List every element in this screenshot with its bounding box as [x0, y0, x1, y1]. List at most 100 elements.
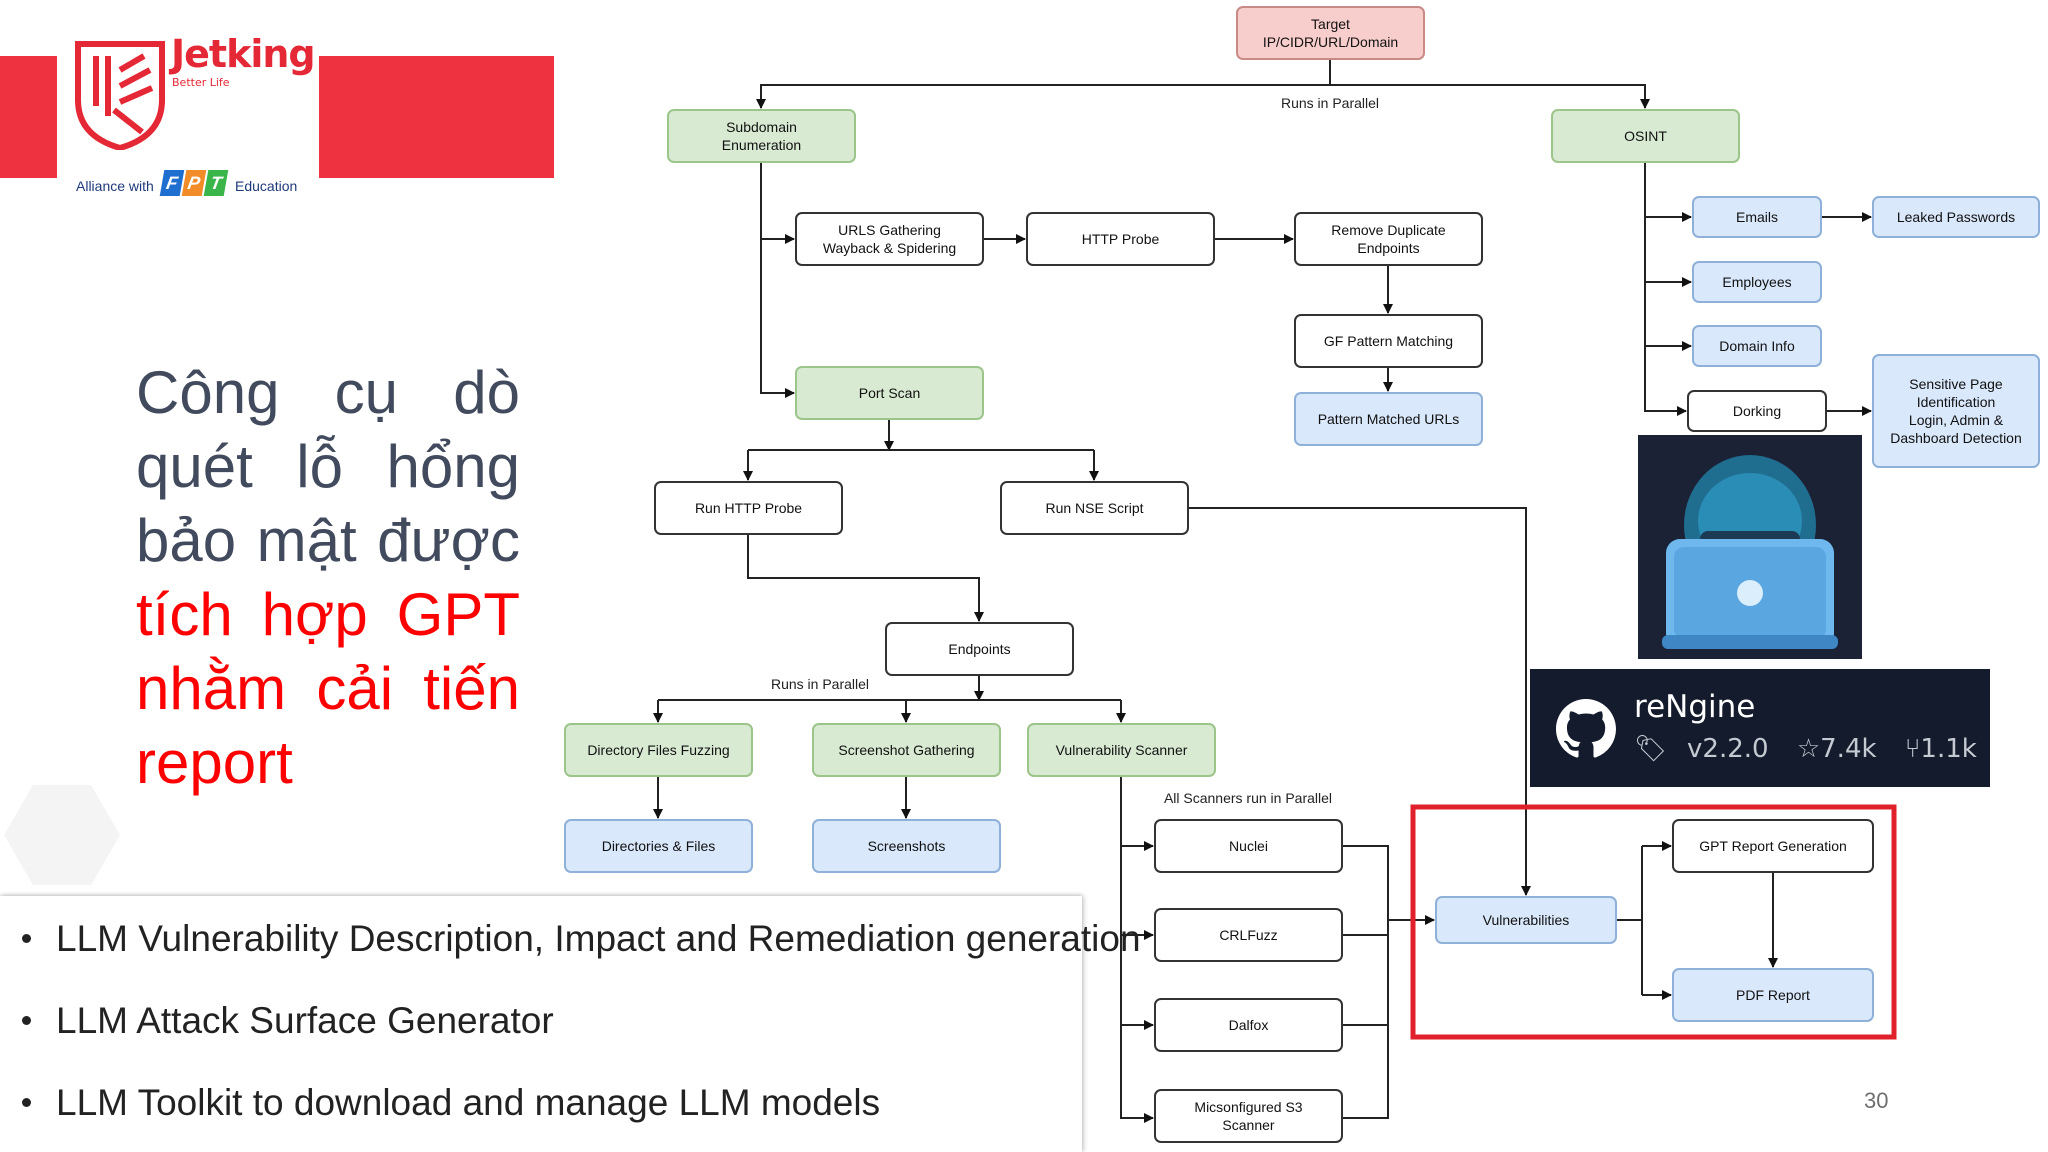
repo-stats: 🏷v2.2.0 ☆7.4k ⑂1.1k: [1634, 734, 1997, 764]
diagram-node-vulns: Vulnerabilities: [1435, 896, 1617, 944]
node-label: GF Pattern Matching: [1324, 333, 1453, 349]
node-box: [795, 212, 984, 266]
node-label: Pattern Matched URLs: [1318, 411, 1460, 427]
diagram-node-dalfox: Dalfox: [1154, 998, 1343, 1052]
brand-tagline: Better Life: [172, 76, 230, 89]
node-box: [1154, 908, 1343, 962]
node-box: [1236, 6, 1425, 60]
repo-name: reNgine: [1634, 689, 1756, 725]
node-label: OSINT: [1624, 128, 1667, 144]
feature-list-panel: LLM Vulnerability Description, Impact an…: [0, 896, 1141, 1152]
diagram-node-domain-info: Domain Info: [1692, 325, 1822, 367]
node-label: Leaked Passwords: [1897, 209, 2015, 225]
diagram-node-dorking: Dorking: [1687, 390, 1827, 432]
diagram-connector: [1120, 776, 1154, 1123]
diagram-node-screenshots: Screenshots: [812, 819, 1001, 873]
list-item-text: LLM Vulnerability Description, Impact an…: [56, 918, 1141, 959]
node-box: [885, 622, 1074, 676]
node-box: [1294, 314, 1483, 368]
diagram-node-gf: GF Pattern Matching: [1294, 314, 1483, 368]
node-label: Nuclei: [1229, 838, 1268, 854]
node-box: [795, 366, 984, 420]
node-label: Run NSE Script: [1045, 500, 1143, 516]
page-number: 30: [1864, 1088, 1889, 1113]
heading-line: quét lỗ hổng: [136, 433, 520, 500]
node-label: Enumeration: [722, 137, 801, 153]
heading-line-highlight: tích hợp GPT: [136, 581, 520, 648]
accent-bar-right: [319, 56, 554, 178]
diagram-connector: [1188, 507, 1531, 896]
diagram-node-s3: Micsonfigured S3 Scanner: [1154, 1089, 1343, 1143]
list-item-text: LLM Attack Surface Generator: [56, 1000, 554, 1041]
diagram-node-leaked: Leaked Passwords: [1872, 196, 2040, 238]
node-box: [1154, 819, 1343, 873]
bullet-icon: [22, 933, 31, 943]
diagram-node-run-http: Run HTTP Probe: [654, 481, 843, 535]
node-label: URLS Gathering: [838, 222, 941, 238]
decorative-hexagon: [4, 785, 120, 885]
star-icon: ☆: [1796, 734, 1821, 764]
node-label: Dashboard Detection: [1890, 430, 2022, 446]
node-label: Identification: [1917, 394, 1996, 410]
heading-line: Công cụ dò: [136, 359, 520, 426]
node-box: [1872, 354, 2040, 468]
diagram-connector: [1342, 845, 1389, 1119]
jetking-shield-icon: [75, 41, 165, 150]
heading-line-highlight: nhằm cải tiến: [136, 655, 520, 722]
node-box: [1154, 998, 1343, 1052]
diagram-node-crlfuzz: CRLFuzz: [1154, 908, 1343, 962]
node-label: Subdomain: [726, 119, 797, 135]
node-box: [564, 723, 753, 777]
heading-line-highlight: report: [136, 729, 293, 796]
node-label: Dorking: [1733, 403, 1781, 419]
node-box: [1026, 212, 1215, 266]
diagram-annotation: All Scanners run in Parallel: [1164, 790, 1332, 806]
node-box: [1027, 723, 1216, 777]
node-label: HTTP Probe: [1082, 231, 1160, 247]
diagram-connector: [1330, 84, 1650, 109]
node-label: Vulnerability Scanner: [1056, 742, 1188, 758]
node-label: Wayback & Spidering: [823, 240, 956, 256]
node-box: [564, 819, 753, 873]
diagram-node-osint: OSINT: [1551, 109, 1740, 163]
node-label: Micsonfigured S3: [1194, 1099, 1302, 1115]
node-label: IP/CIDR/URL/Domain: [1263, 34, 1398, 50]
node-label: Sensitive Page: [1909, 376, 2003, 392]
node-label: Remove Duplicate: [1331, 222, 1446, 238]
node-label: Target: [1311, 16, 1350, 32]
diagram-node-pattern-urls: Pattern Matched URLs: [1294, 392, 1483, 446]
diagram-node-dirs-files: Directories & Files: [564, 819, 753, 873]
list-item: LLM Attack Surface Generator: [22, 1000, 554, 1042]
gpt-highlight-frame: [1410, 804, 1897, 1040]
list-item-text: LLM Toolkit to download and manage LLM m…: [56, 1082, 881, 1123]
node-label: Scanner: [1222, 1117, 1274, 1133]
node-box: [1154, 1089, 1343, 1143]
node-label: Run HTTP Probe: [695, 500, 802, 516]
diagram-node-dir-fuzz: Directory Files Fuzzing: [564, 723, 753, 777]
node-label: Employees: [1722, 274, 1791, 290]
node-box: [654, 481, 843, 535]
node-label: Screenshots: [868, 838, 946, 854]
node-label: Login, Admin &: [1909, 412, 2004, 428]
diagram-node-emails: Emails: [1692, 196, 1822, 238]
accent-bar-left: [0, 56, 62, 178]
diagram-annotation: Runs in Parallel: [771, 676, 869, 692]
fork-icon: ⑂: [1904, 734, 1921, 764]
diagram-node-endpoints: Endpoints: [885, 622, 1074, 676]
node-label: Vulnerabilities: [1483, 912, 1570, 928]
diagram-connector: [760, 162, 795, 398]
node-label: CRLFuzz: [1219, 927, 1277, 943]
github-repo-card[interactable]: reNgine 🏷v2.2.0 ☆7.4k ⑂1.1k: [1530, 669, 1990, 787]
node-box: [1672, 968, 1874, 1022]
node-label: Directories & Files: [602, 838, 716, 854]
node-label: Endpoints: [948, 641, 1010, 657]
diagram-connector: [747, 534, 984, 622]
node-label: Dalfox: [1229, 1017, 1269, 1033]
node-box: [1294, 212, 1483, 266]
repo-version: v2.2.0: [1687, 734, 1769, 764]
bullet-icon: [22, 1097, 31, 1107]
